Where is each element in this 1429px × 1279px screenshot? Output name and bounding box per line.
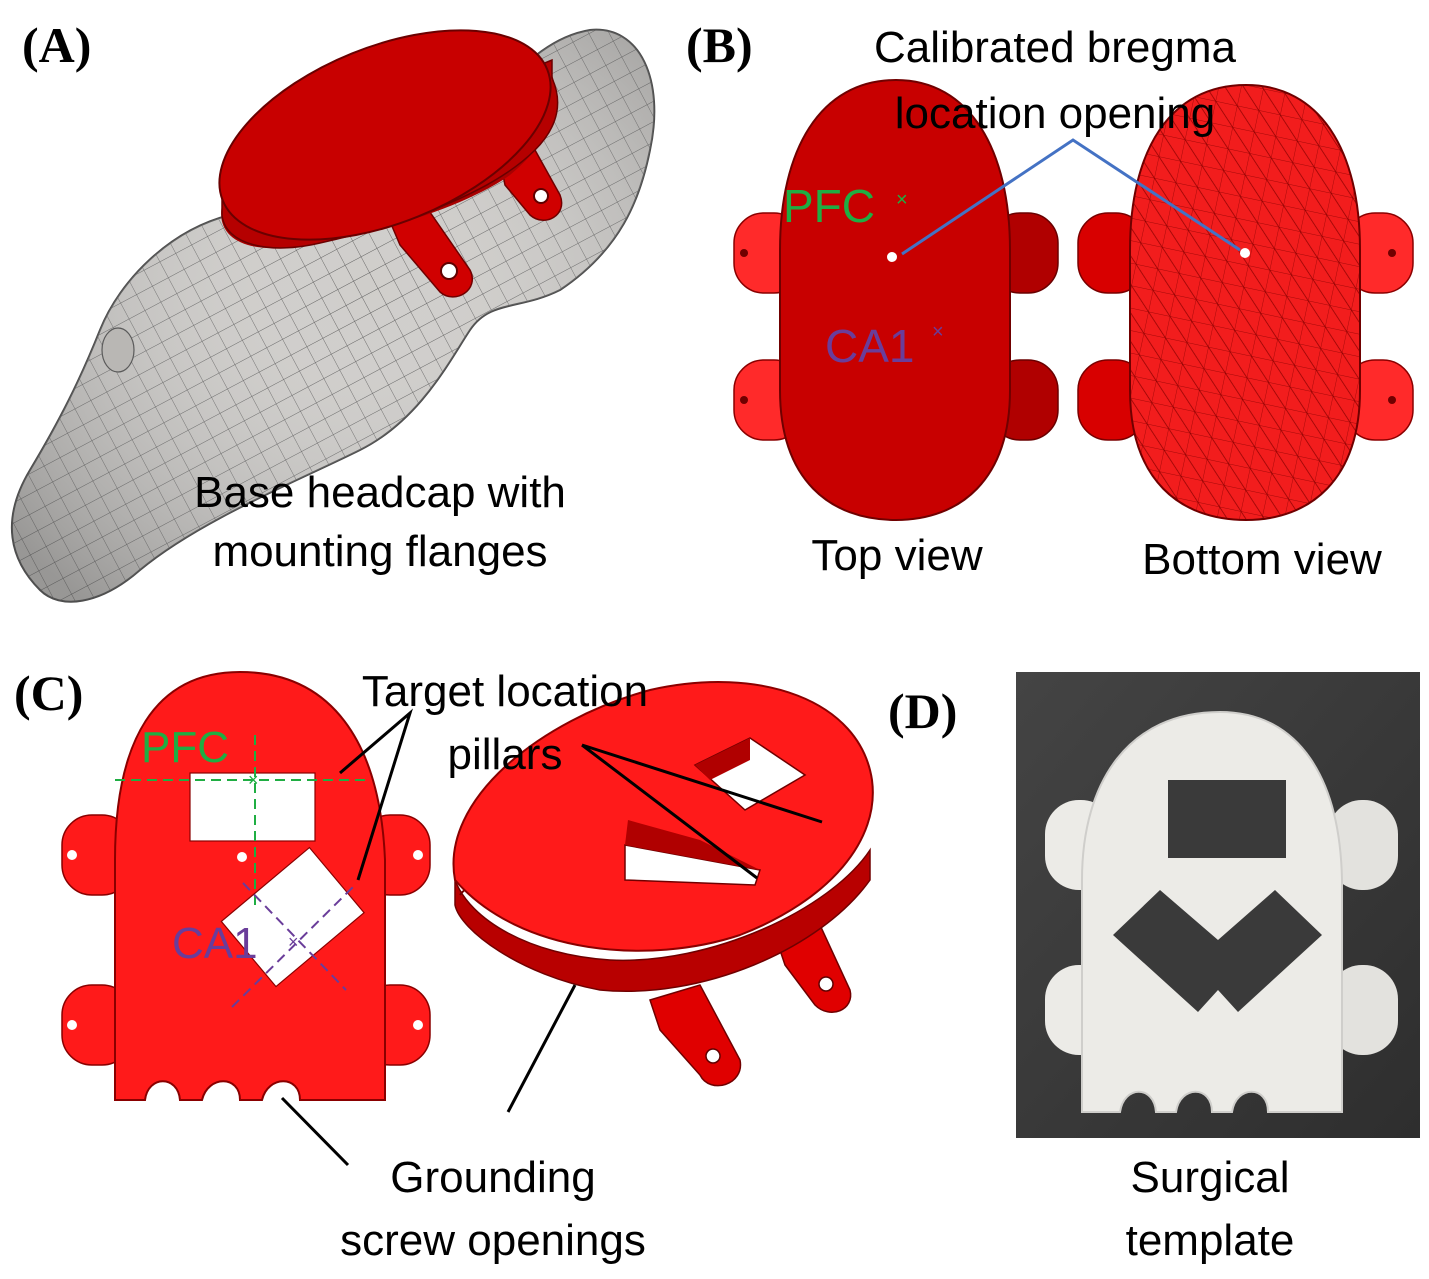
panel-d-caption-line1: Surgical [1131, 1153, 1290, 1202]
panel-a-caption-line1: Base headcap with [194, 468, 566, 517]
surgical-template-photo [1016, 672, 1420, 1138]
bregma-opening [1240, 248, 1250, 258]
bottom-view-model [1077, 83, 1414, 522]
panel-c: (C) PFC × CA1 × [14, 665, 874, 1265]
ground-callout-leader [280, 984, 577, 1167]
base-headcap-model [218, 29, 563, 298]
template-pfc-marker: PFC [141, 723, 229, 772]
top-view-ca1-cross: × [932, 321, 944, 343]
template-ca1-marker: CA1 [172, 919, 258, 968]
target-callout-leader [339, 708, 413, 881]
panel-d: (D) Surgical template [888, 672, 1420, 1265]
top-view-caption: Top view [811, 531, 982, 580]
panel-b: (B) PFC × CA1 × [686, 17, 1414, 584]
panel-a-label: (A) [22, 17, 91, 73]
panel-d-label: (D) [888, 683, 957, 739]
bottom-view-caption: Bottom view [1142, 535, 1382, 584]
panel-b-label: (B) [686, 17, 753, 73]
top-view-ca1-marker: CA1 [825, 320, 914, 372]
ground-callout-line1: Grounding [390, 1153, 595, 1202]
target-callout-leader [581, 743, 823, 880]
template-ca1-cross: × [288, 932, 299, 952]
bregma-callout-line1: Calibrated bregma [874, 23, 1236, 72]
bregma-callout-line2: location opening [895, 89, 1215, 138]
mounting-flange [381, 204, 473, 298]
panel-a-caption-line2: mounting flanges [212, 527, 547, 576]
target-callout-line1: Target location [362, 667, 648, 716]
template-3d-model [452, 681, 874, 1087]
ground-callout-line2: screw openings [340, 1216, 646, 1265]
bregma-opening [887, 252, 897, 262]
panel-d-caption-line2: template [1126, 1216, 1295, 1265]
top-view-pfc-cross: × [896, 189, 908, 211]
template-pfc-cross: × [248, 770, 259, 790]
top-view-pfc-marker: PFC [783, 180, 875, 232]
bregma-callout-leader [901, 138, 1241, 256]
template-top-model [61, 670, 431, 1101]
panel-c-label: (C) [14, 665, 83, 721]
target-callout-line2: pillars [448, 730, 563, 779]
panel-a: (A) Base headcap with mounting f [10, 17, 656, 603]
top-view-model [733, 78, 1059, 522]
